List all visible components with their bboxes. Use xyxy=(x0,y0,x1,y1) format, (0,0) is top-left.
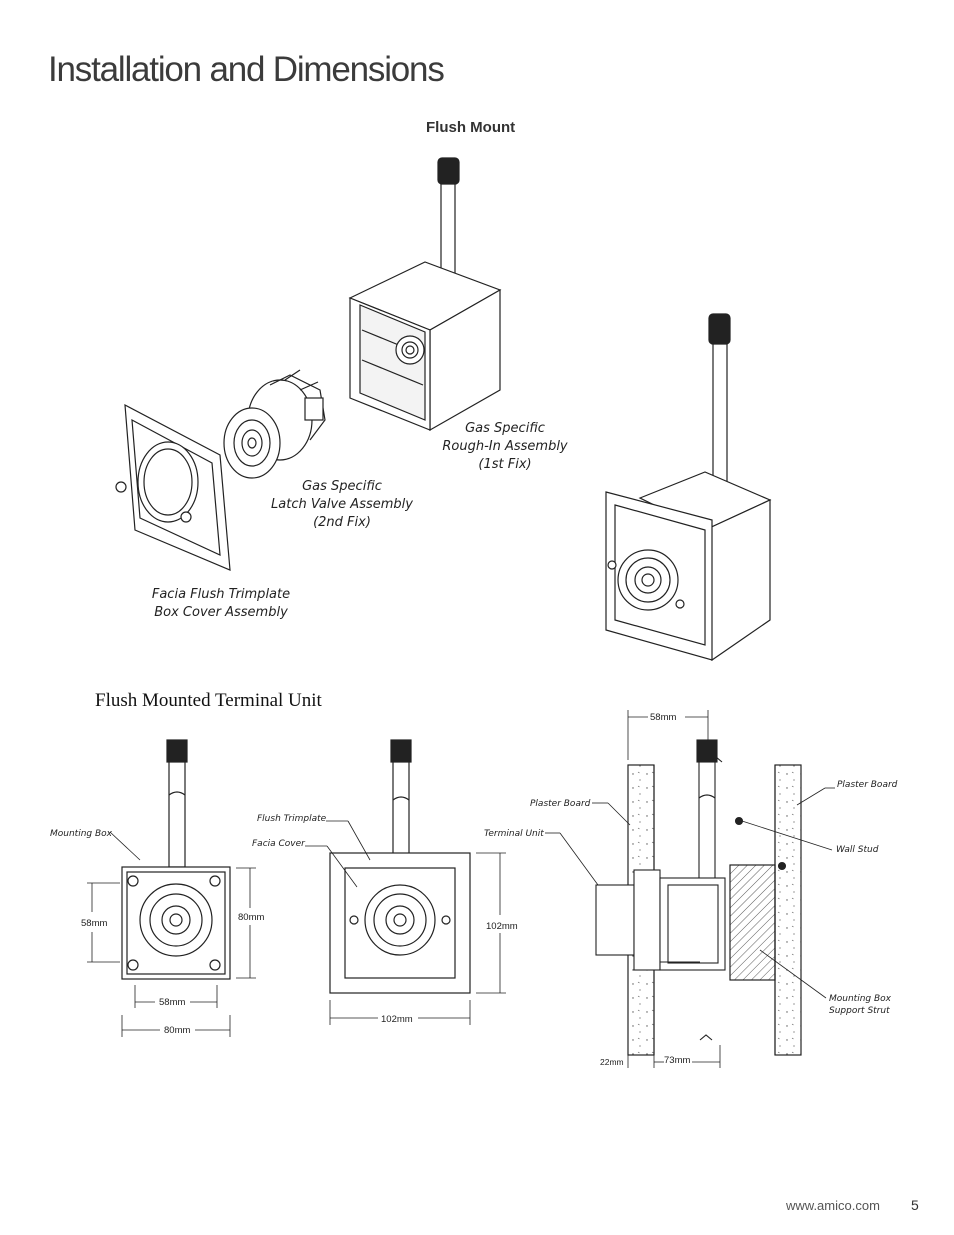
rough-in-caption-2: Rough-In Assembly xyxy=(442,439,568,454)
mounting-box-label: Mounting Box xyxy=(50,829,113,839)
section-heading: Flush Mount xyxy=(426,119,516,136)
front-inner-height-dim: 58mm xyxy=(81,918,107,929)
trimplate-width-dim: 102mm xyxy=(381,1014,413,1025)
rough-in-assembly-drawing xyxy=(348,157,502,432)
section-top-dim: 58mm xyxy=(650,712,676,723)
section-view-dimensions xyxy=(545,710,835,1068)
section-bottom-right-dim: 73mm xyxy=(664,1055,690,1066)
rough-in-caption-1: Gas Specific xyxy=(465,421,545,436)
section-bottom-left-dim: 22mm xyxy=(600,1057,624,1067)
plaster-board-right-label: Plaster Board xyxy=(837,780,898,790)
facia-trimplate-drawing xyxy=(115,403,231,571)
page-number: 5 xyxy=(911,1197,919,1213)
trimplate-height-dim: 102mm xyxy=(486,921,518,932)
footer-url[interactable]: www.amico.com xyxy=(786,1198,880,1213)
flush-trimplate-label: Flush Trimplate xyxy=(257,814,327,824)
front-outer-height-dim: 80mm xyxy=(238,912,264,923)
front-view-drawing xyxy=(121,739,231,980)
facia-caption-1: Facia Flush Trimplate xyxy=(152,587,290,602)
trimplate-view-drawing xyxy=(329,739,471,994)
trimplate-dimensions xyxy=(305,820,506,1025)
plaster-board-left-label: Plaster Board xyxy=(530,799,591,809)
assembled-unit-drawing xyxy=(605,313,772,662)
latch-valve-caption-2: Latch Valve Assembly xyxy=(271,497,413,512)
page-title: Installation and Dimensions xyxy=(48,50,445,89)
latch-valve-caption-3: (2nd Fix) xyxy=(313,515,371,530)
front-outer-width-dim: 80mm xyxy=(164,1025,190,1036)
unit-heading: Flush Mounted Terminal Unit xyxy=(95,690,322,711)
latch-valve-assembly-drawing xyxy=(223,369,326,479)
latch-valve-caption-1: Gas Specific xyxy=(302,479,382,494)
wall-stud-label: Wall Stud xyxy=(836,845,879,855)
support-strut-label-2: Support Strut xyxy=(829,1006,890,1016)
support-strut-label-1: Mounting Box xyxy=(829,994,892,1004)
section-view-drawing xyxy=(595,739,802,1056)
front-view-dimensions xyxy=(87,831,256,1037)
rough-in-caption-3: (1st Fix) xyxy=(478,457,531,472)
facia-cover-label: Facia Cover xyxy=(252,839,306,849)
front-inner-width-dim: 58mm xyxy=(159,997,185,1008)
terminal-unit-label: Terminal Unit xyxy=(484,829,544,839)
facia-caption-2: Box Cover Assembly xyxy=(154,605,288,620)
